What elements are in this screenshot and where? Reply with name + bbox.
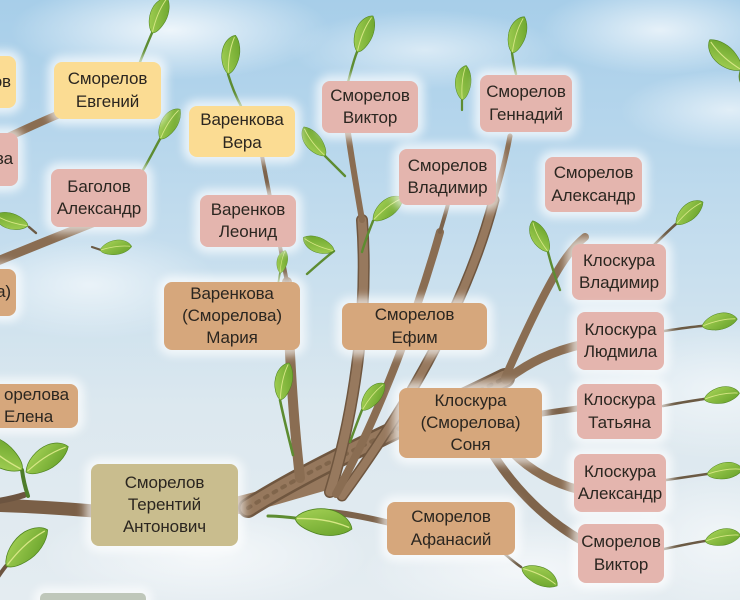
leaf-icon [217,32,244,77]
branch [0,564,8,578]
stem [546,250,562,292]
stem [90,245,103,252]
leaf-icon [299,230,338,260]
stem [278,398,295,457]
leaf-icon [0,207,31,236]
leaf-icon [273,248,291,275]
leaf-icon [18,435,74,481]
node-varenkov-leonid: Варенков Леонид [200,195,296,247]
leaf-icon [703,526,740,549]
branch [332,228,444,498]
stem [664,472,709,482]
stem [141,137,162,172]
branch [0,492,27,504]
node-partial-left-mid: а) [0,269,16,316]
node-smorelov-efim: Сморелов Ефим [342,303,487,350]
stem [138,31,154,64]
node-kloskura-lyudmila: Клоскура Людмила [577,312,664,370]
leaf-icon [701,32,740,79]
node-partial-bottom [40,593,146,600]
leaf-icon [518,558,563,594]
node-smorelov-afanasiy: Сморелов Афанасий [387,502,515,555]
branch [344,123,365,223]
leaf-icon [292,502,356,542]
stem [305,249,336,276]
stem [348,408,364,444]
node-varenkova-maria: Варенкова (Сморелова) Мария [164,282,300,350]
stem [266,514,297,520]
leaf-icon [347,11,381,56]
leaf-icon [98,238,133,257]
leaf-icon [524,217,555,257]
leaf-icon [501,13,533,56]
node-kloskura-alexandr: Клоскура Александр [574,454,666,512]
leaf-icon [702,384,740,407]
branch [0,498,101,518]
node-kloskura-tatyana: Клоскура Татьяна [577,384,662,439]
node-partial-left-upper: ва [0,133,18,186]
node-smorelov-alexandr: Сморелов Александр [545,157,642,212]
node-bagolov-alexandr: Баголов Александр [51,169,147,227]
branch [501,339,589,385]
node-smorelov-terentiy: Сморелов Терентий Антонович [91,464,238,546]
stem [27,225,38,235]
node-partial-top-left: ов [0,56,16,108]
node-smorelov-gennadiy: Сморелов Геннадий [480,75,572,132]
node-smorelov-vladimir: Сморелов Владимир [399,149,496,205]
leaf-icon [669,194,708,230]
leaf-icon [705,460,740,482]
branch [438,202,450,234]
node-kloskura-vladimir: Клоскура Владимир [572,244,666,300]
branch [491,133,513,203]
leaf-icon [452,63,474,102]
node-smorelov-viktor-top: Сморелов Виктор [322,81,418,133]
leaf-icon [0,518,56,575]
node-varenkova-vera: Варенкова Вера [189,106,295,157]
node-smorelov-viktor-bottom: Сморелов Виктор [578,524,664,583]
node-smorelov-evgeniy: Сморелов Евгений [54,62,161,119]
stem [360,219,375,254]
stem [510,51,518,76]
stem [20,468,30,498]
stem [662,324,704,333]
leaf-icon [699,309,740,334]
stem [226,72,243,108]
stem [346,50,359,84]
branch [325,215,369,497]
node-kloskura-sonya: Клоскура (Сморелова) Соня [399,388,542,458]
node-smorelova-elena-partial: орелова Елена [0,384,78,428]
stem [661,397,706,408]
branch [535,405,584,417]
leaf-icon [142,0,176,37]
stem [323,154,347,178]
stem [662,539,707,551]
